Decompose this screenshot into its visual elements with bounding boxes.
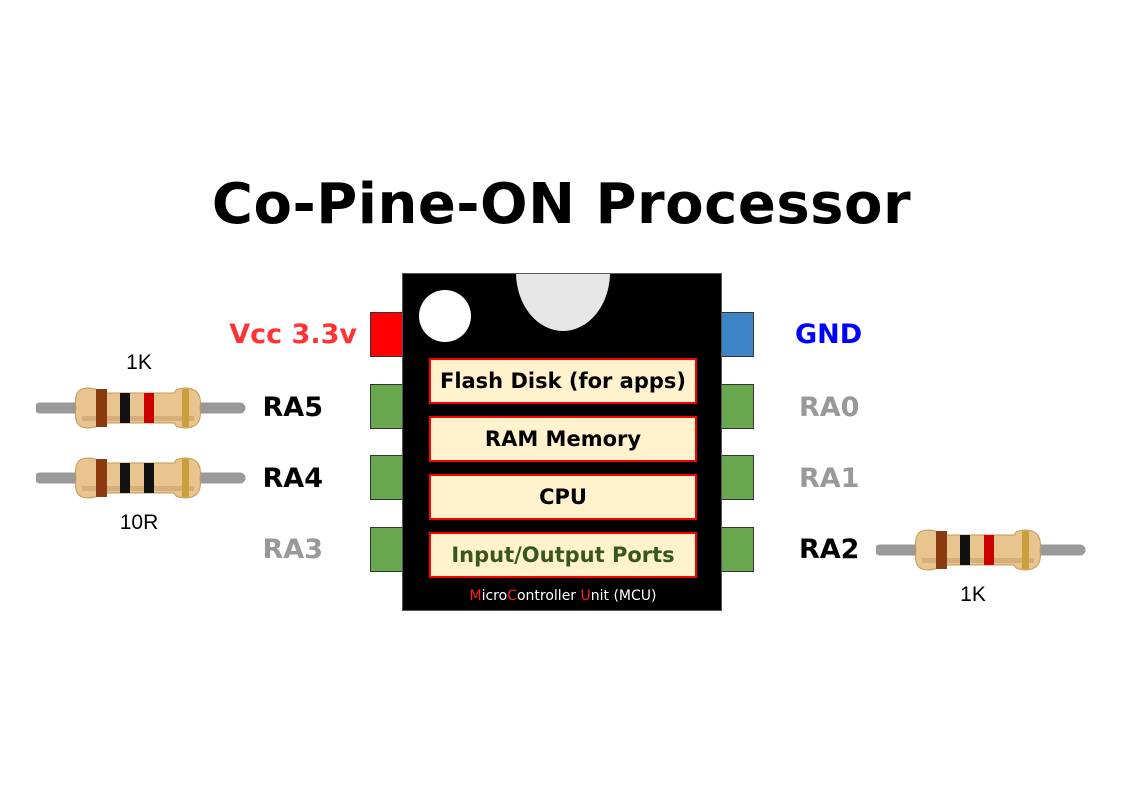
block-cpu: CPU (429, 474, 697, 520)
resistor-ra2 (876, 529, 1086, 571)
resistor-band (960, 535, 970, 565)
pin-ra2 (721, 527, 754, 572)
pin-gnd (721, 312, 754, 357)
diagram-title: Co-Pine-ON Processor (211, 172, 912, 237)
resistor-band (182, 459, 189, 497)
resistor-band (120, 463, 130, 493)
resistor-label-ra2: 1K (960, 583, 986, 606)
resistor-band (144, 463, 154, 493)
pin-ra0 (721, 384, 754, 429)
pin-label-ra0: RA0 (799, 392, 860, 423)
resistor-ra5 (36, 387, 246, 429)
pin-ra5 (370, 384, 403, 429)
resistor-band (1022, 531, 1029, 569)
pin-label-ra2: RA2 (799, 534, 860, 565)
pin-label-ra5: RA5 (262, 392, 323, 423)
pin-label-ra1: RA1 (799, 463, 860, 494)
resistor-band (96, 389, 107, 427)
block-io-ports: Input/Output Ports (429, 532, 697, 578)
block-ram-memory: RAM Memory (429, 416, 697, 462)
mcu-label: MicroController Unit (MCU) (469, 588, 657, 604)
pin-ra4 (370, 455, 403, 500)
resistor-band (182, 389, 189, 427)
resistor-band (96, 459, 107, 497)
resistor-band (120, 393, 130, 423)
pin-ra1 (721, 455, 754, 500)
resistor-band (144, 393, 154, 423)
pin-label-ra3: RA3 (262, 534, 323, 565)
resistor-label-ra4: 10R (119, 511, 159, 534)
resistor-ra4 (36, 457, 246, 499)
block-flash-disk: Flash Disk (for apps) (429, 358, 697, 404)
pin-vcc (370, 312, 403, 357)
resistor-band (936, 531, 947, 569)
pin-label-gnd: GND (795, 319, 863, 350)
resistor-band (984, 535, 994, 565)
resistor-label-ra5: 1K (126, 351, 152, 374)
pin1-marker (419, 290, 471, 342)
pin-label-vcc: Vcc 3.3v (229, 319, 357, 350)
mcu-chip: Flash Disk (for apps) RAM Memory CPU Inp… (402, 273, 722, 611)
pin-ra3 (370, 527, 403, 572)
pin-label-ra4: RA4 (262, 463, 323, 494)
